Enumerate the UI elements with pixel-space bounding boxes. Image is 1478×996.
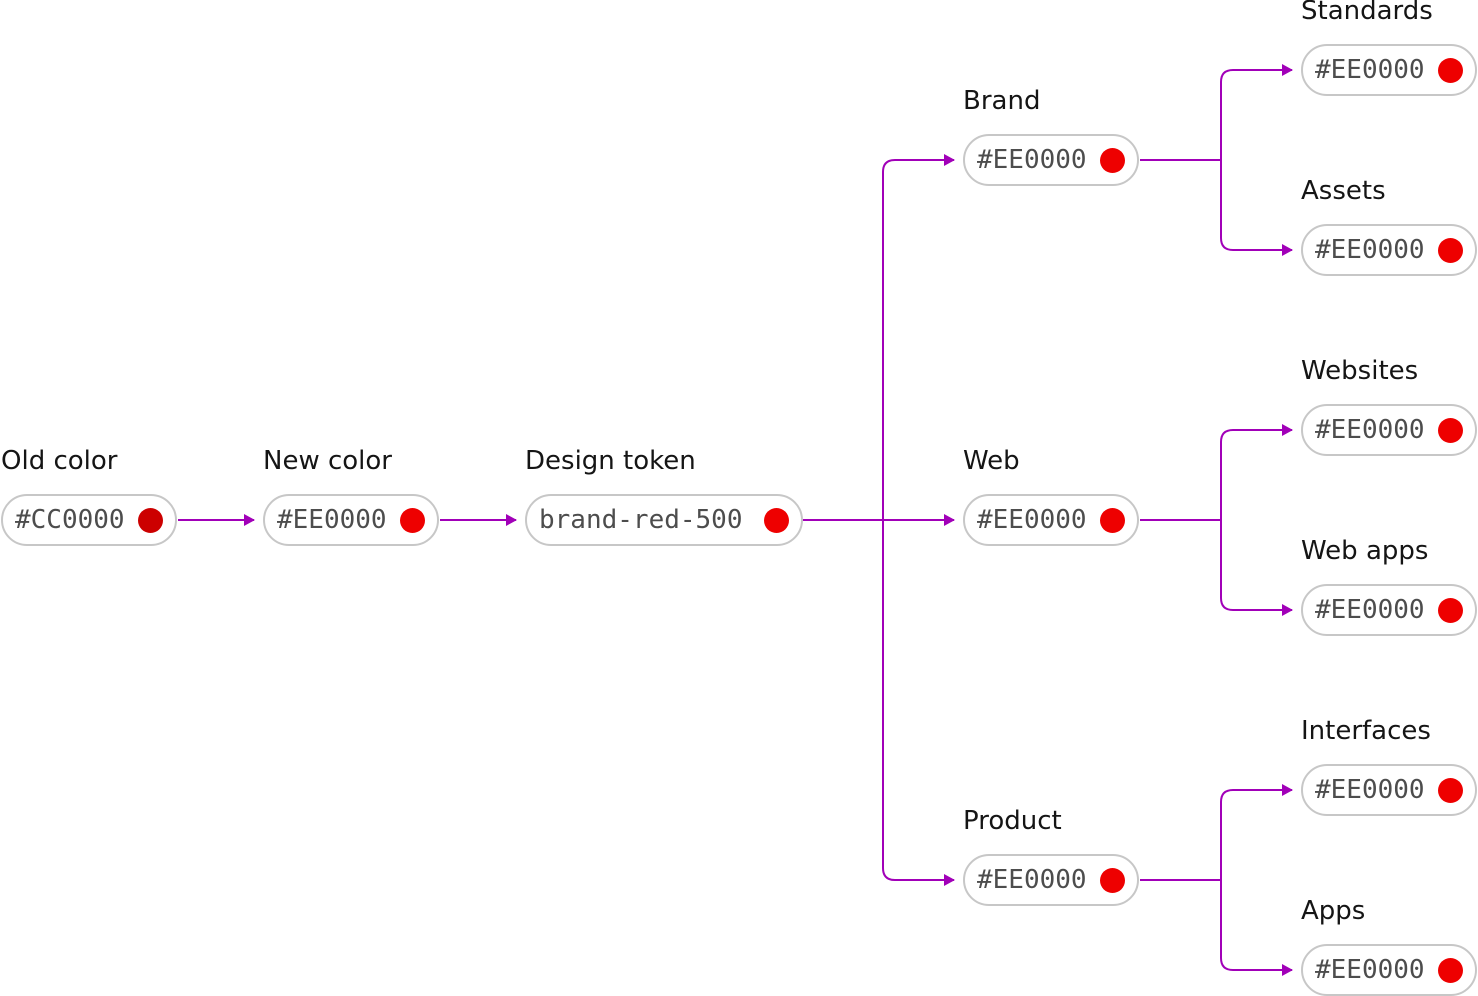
color-value: #EE0000 bbox=[977, 145, 1087, 175]
token-pill: brand-red-500 bbox=[525, 494, 803, 546]
node-label: Web apps bbox=[1301, 536, 1429, 566]
color-pill: #EE0000 bbox=[963, 854, 1139, 906]
arrow-web-to-webapps bbox=[1220, 520, 1293, 616]
color-swatch-icon bbox=[1438, 957, 1463, 983]
color-value: #EE0000 bbox=[977, 865, 1087, 895]
color-value: #EE0000 bbox=[1315, 955, 1425, 985]
color-swatch-icon bbox=[138, 507, 163, 533]
color-swatch-icon bbox=[1100, 507, 1125, 533]
color-value: #EE0000 bbox=[277, 505, 387, 535]
node-label: Web bbox=[963, 446, 1020, 476]
color-value: #EE0000 bbox=[1315, 775, 1425, 805]
color-value: #EE0000 bbox=[1315, 595, 1425, 625]
color-value: #EE0000 bbox=[1315, 415, 1425, 445]
color-swatch-icon bbox=[1438, 777, 1463, 803]
node-label: New color bbox=[263, 446, 392, 476]
color-swatch-icon bbox=[1438, 57, 1463, 83]
arrow-product-to-interfaces bbox=[1220, 784, 1293, 880]
color-value: #EE0000 bbox=[1315, 235, 1425, 265]
color-swatch-icon bbox=[400, 507, 425, 533]
color-pill: #EE0000 bbox=[1301, 584, 1477, 636]
color-pill: #EE0000 bbox=[963, 494, 1139, 546]
node-label: Design token bbox=[525, 446, 696, 476]
color-pill: #EE0000 bbox=[1301, 224, 1477, 276]
arrow-web-to-websites bbox=[1220, 424, 1293, 520]
color-swatch-icon bbox=[1100, 147, 1125, 173]
node-label: Standards bbox=[1301, 0, 1433, 26]
color-pill: #EE0000 bbox=[1301, 944, 1477, 996]
node-label: Brand bbox=[963, 86, 1041, 116]
arrow-brand-to-assets bbox=[1220, 160, 1293, 256]
node-label: Apps bbox=[1301, 896, 1366, 926]
node-label: Old color bbox=[1, 446, 118, 476]
color-swatch-icon bbox=[764, 507, 789, 533]
color-pill: #EE0000 bbox=[263, 494, 439, 546]
arrow-product-to-apps bbox=[1220, 880, 1293, 976]
color-pill: #EE0000 bbox=[1301, 44, 1477, 96]
arrow-token-to-product bbox=[882, 520, 955, 886]
node-label: Assets bbox=[1301, 176, 1386, 206]
color-value: #CC0000 bbox=[15, 505, 125, 535]
color-pill: #EE0000 bbox=[963, 134, 1139, 186]
color-value: #EE0000 bbox=[1315, 55, 1425, 85]
color-swatch-icon bbox=[1100, 867, 1125, 893]
arrow-token-to-brand bbox=[882, 154, 955, 520]
arrow-brand-to-standards bbox=[1220, 64, 1293, 160]
node-label: Product bbox=[963, 806, 1062, 836]
token-value: brand-red-500 bbox=[539, 505, 743, 535]
color-pill: #EE0000 bbox=[1301, 404, 1477, 456]
color-swatch-icon bbox=[1438, 237, 1463, 263]
color-pill: #CC0000 bbox=[1, 494, 177, 546]
color-pill: #EE0000 bbox=[1301, 764, 1477, 816]
color-swatch-icon bbox=[1438, 417, 1463, 443]
node-label: Websites bbox=[1301, 356, 1419, 386]
node-label: Interfaces bbox=[1301, 716, 1431, 746]
color-swatch-icon bbox=[1438, 597, 1463, 623]
color-value: #EE0000 bbox=[977, 505, 1087, 535]
